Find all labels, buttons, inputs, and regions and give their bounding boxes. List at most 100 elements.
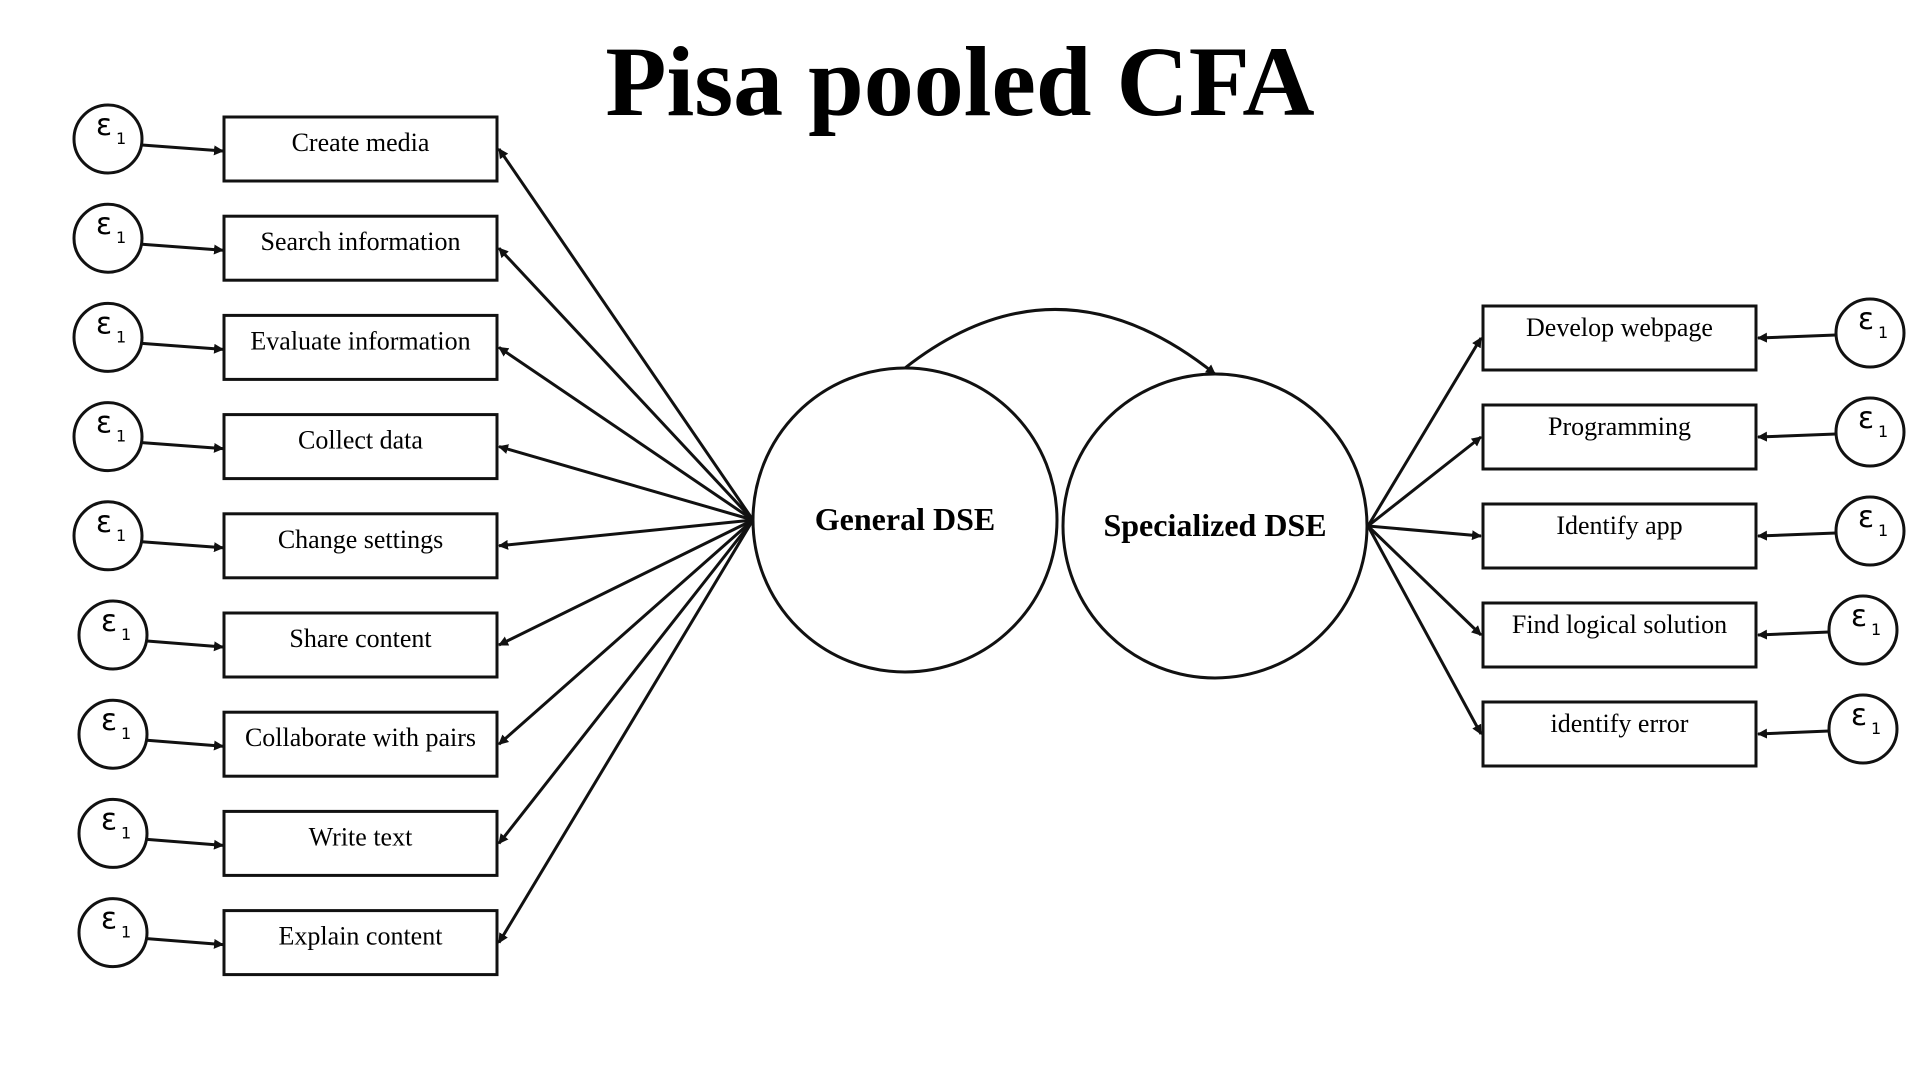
indicator-search-information: Search information [222, 214, 499, 282]
indicator-label: Explain content [279, 922, 444, 951]
error-symbol: ε [1851, 599, 1867, 634]
indicator-box [222, 909, 499, 977]
loading-path-identify-app [1367, 524, 1482, 541]
loading-path-share-content [498, 518, 754, 647]
error-path-explain-content [146, 937, 224, 949]
loading-path-explain-content [497, 519, 755, 944]
error-circle [72, 500, 144, 572]
covariance-arc [894, 308, 1216, 378]
error-symbol: ε [1858, 500, 1874, 535]
error-symbol: ε [96, 406, 112, 441]
indicator-label: Find logical solution [1512, 610, 1727, 639]
indicator-label: Search information [261, 227, 461, 256]
indicator-collaborate-with-pairs: Collaborate with pairs [222, 710, 499, 778]
error-subscript: 1 [121, 724, 131, 743]
error-circle [77, 797, 149, 869]
indicator-find-logical-solution: Find logical solution [1481, 601, 1758, 669]
indicator-write-text: Write text [222, 809, 499, 877]
indicator-box [222, 214, 499, 282]
error-symbol: ε [96, 306, 112, 341]
indicator-box [222, 115, 499, 183]
error-circle [77, 897, 149, 969]
error-path-find-logical-solution [1757, 629, 1830, 640]
error-circle [72, 401, 144, 473]
error-circle [77, 599, 149, 671]
indicator-box [1481, 403, 1758, 471]
error-circle [1834, 495, 1906, 567]
error-path-collect-data [141, 441, 224, 453]
error-subscript: 1 [1871, 719, 1881, 738]
latent-specialized-label: Specialized DSE [1103, 507, 1326, 543]
loading-path-write-text [497, 519, 755, 845]
diagram-title: Pisa pooled CFA [605, 26, 1314, 137]
latent-specialized-circle [1061, 372, 1369, 680]
loading-path-collect-data [498, 444, 754, 522]
error-symbol: ε [96, 505, 112, 540]
indicator-box [222, 413, 499, 481]
latent-general: General DSE [751, 366, 1059, 674]
indicator-label: Collaborate with pairs [245, 723, 476, 752]
latent-general-circle [751, 366, 1059, 674]
error-symbol: ε [1858, 401, 1874, 436]
error-path-develop-webpage [1757, 332, 1837, 343]
error-path-write-text [146, 837, 224, 850]
error-path-search-information [141, 242, 224, 255]
indicator-box [1481, 601, 1758, 669]
indicator-label: Write text [309, 822, 413, 851]
error-symbol: ε [101, 902, 117, 937]
indicator-label: Collect data [298, 426, 423, 455]
loading-path-programming [1367, 435, 1482, 528]
indicator-label: Share content [289, 624, 432, 653]
loading-path-evaluate-information [498, 346, 754, 522]
loading-path-collaborate-with-pairs [498, 518, 754, 746]
indicator-box [1481, 502, 1758, 570]
error-subscript: 1 [116, 427, 126, 446]
indicator-box [1481, 700, 1758, 768]
error-circle [72, 301, 144, 373]
loading-path-identify-error [1366, 525, 1483, 735]
indicator-identify-error: identify error [1481, 700, 1758, 768]
indicator-develop-webpage: Develop webpage [1481, 304, 1758, 372]
loading-path-find-logical-solution [1366, 524, 1483, 637]
indicator-box [1481, 304, 1758, 372]
error-circle [1834, 297, 1906, 369]
error-path-share-content [146, 639, 224, 652]
indicator-create-media: Create media [222, 115, 499, 183]
indicator-programming: Programming [1481, 403, 1758, 471]
error-circle [1827, 693, 1899, 765]
error-subscript: 1 [116, 526, 126, 545]
error-circle [77, 698, 149, 770]
error-subscript: 1 [1878, 323, 1888, 342]
loading-path-change-settings [498, 518, 754, 550]
indicator-share-content: Share content [222, 611, 499, 679]
indicator-box [222, 313, 499, 381]
indicator-box [222, 710, 499, 778]
indicator-label: Programming [1548, 412, 1691, 441]
latent-general-label: General DSE [815, 501, 995, 537]
indicator-evaluate-information: Evaluate information [222, 313, 499, 381]
indicator-label: Develop webpage [1526, 313, 1713, 342]
error-subscript: 1 [121, 625, 131, 644]
error-path-collaborate-with-pairs [146, 738, 224, 751]
indicator-label: Evaluate information [250, 326, 470, 355]
paths-layer [141, 143, 1837, 949]
indicator-box [222, 512, 499, 580]
error-subscript: 1 [121, 823, 131, 842]
error-path-evaluate-information [141, 341, 224, 354]
indicator-box [222, 809, 499, 877]
indicator-label: Identify app [1556, 511, 1682, 540]
error-circle [1827, 594, 1899, 666]
error-subscript: 1 [1878, 422, 1888, 441]
indicator-change-settings: Change settings [222, 512, 499, 580]
error-symbol: ε [1851, 698, 1867, 733]
error-subscript: 1 [116, 129, 126, 148]
